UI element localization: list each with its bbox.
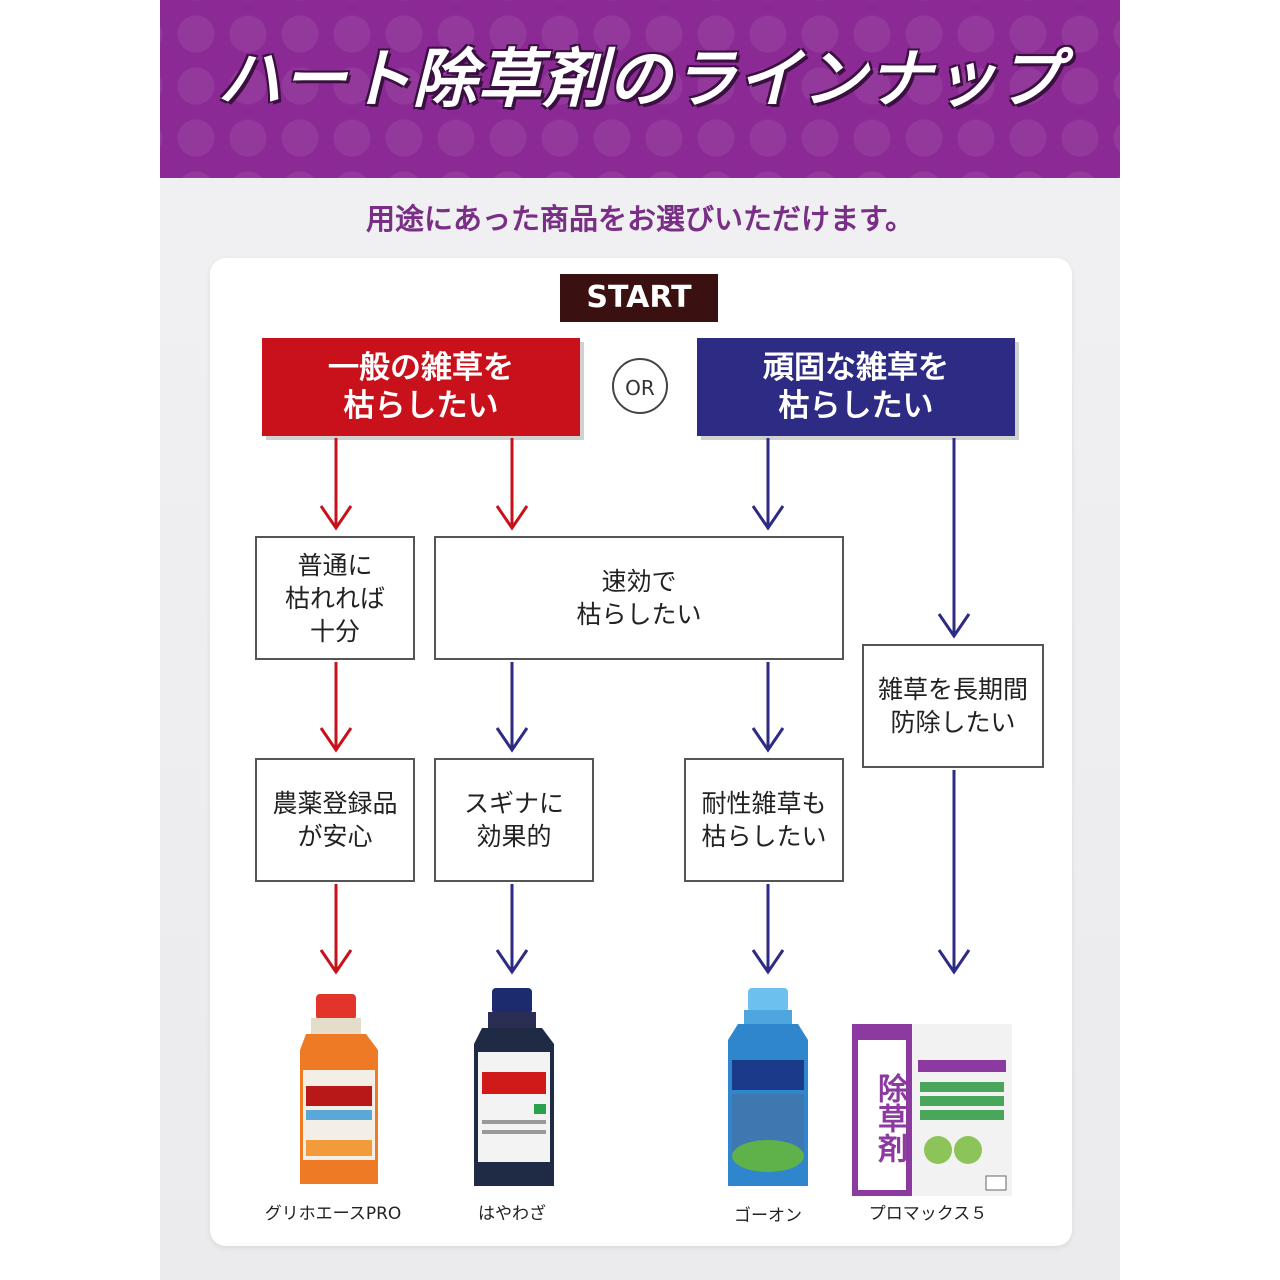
arrowhead-blue-7: [937, 949, 971, 975]
label-hayawaza: はやわざ: [478, 1204, 546, 1224]
box-registered: 農薬登録品 が安心: [255, 758, 415, 882]
arrowhead-blue-5: [495, 949, 529, 975]
product-image-glyphoace: [300, 994, 378, 1184]
arrowhead-red-1: [319, 505, 353, 531]
banner-title: ハート除草剤のラインナップ: [217, 43, 1063, 117]
arrowhead-red-3: [319, 727, 353, 753]
header-banner: ハート除草剤のラインナップ: [160, 0, 1120, 178]
arrowhead-blue-1: [751, 505, 785, 531]
product-image-hayawaza: [474, 988, 554, 1186]
product-image-goon: [728, 988, 808, 1186]
promax-box-text: 除草剤: [872, 1073, 907, 1163]
start-label: START: [560, 274, 718, 322]
label-goon: ゴーオン: [734, 1206, 802, 1226]
label-promax5: プロマックス５: [868, 1204, 988, 1224]
box-long-term: 雑草を長期間 防除したい: [862, 644, 1044, 768]
stubborn-weeds-text: 頑固な雑草を 枯らしたい: [763, 350, 949, 424]
box-normal: 普通に 枯れれば 十分: [255, 536, 415, 660]
box-resistant: 耐性雑草も 枯らしたい: [684, 758, 844, 882]
box-fast: 速効で 枯らしたい: [434, 536, 844, 660]
stubborn-weeds-box: 頑固な雑草を 枯らしたい: [697, 338, 1015, 436]
box-sugina: スギナに 効果的: [434, 758, 594, 882]
arrowhead-blue-3: [495, 727, 529, 753]
product-image-promax5: [852, 1024, 1012, 1196]
arrowhead-blue-2: [937, 613, 971, 639]
subtitle: 用途にあった商品をお選びいただけます。: [365, 202, 915, 236]
general-weeds-box: 一般の雑草を 枯らしたい: [262, 338, 580, 436]
arrowhead-blue-6: [751, 949, 785, 975]
arrowhead-blue-4: [751, 727, 785, 753]
general-weeds-text: 一般の雑草を 枯らしたい: [328, 350, 514, 424]
arrowhead-red-4: [319, 949, 353, 975]
or-badge: OR: [612, 358, 668, 414]
arrowhead-red-2: [495, 505, 529, 531]
label-glyphoace: グリホエースPRO: [264, 1204, 402, 1224]
